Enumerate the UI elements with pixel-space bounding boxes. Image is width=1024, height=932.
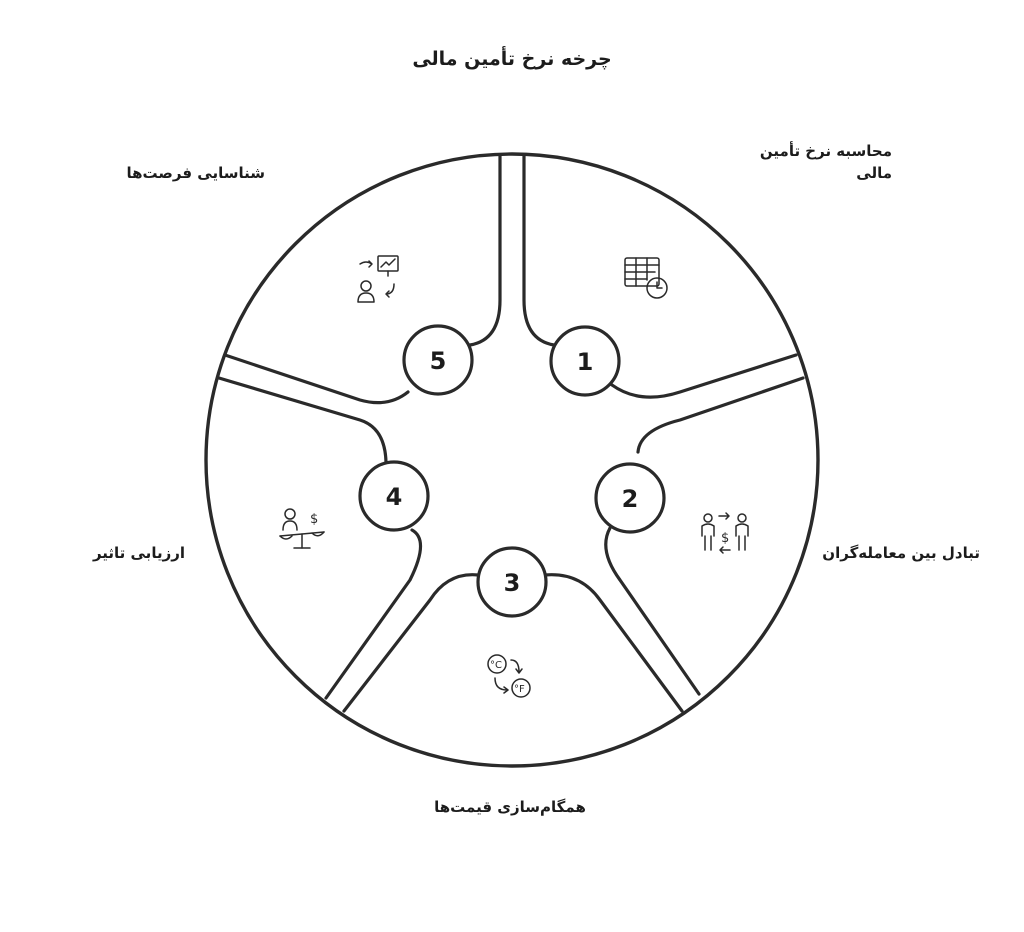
step-circle-3: 3 (476, 546, 548, 618)
person-balance-dollar-icon: $ (279, 508, 325, 549)
step-label-5: شناسایی فرصت‌ها (126, 164, 265, 182)
step-number-4: 4 (386, 483, 403, 511)
step-circle-5: 5 (402, 324, 474, 396)
step-circle-1: 1 (549, 325, 621, 397)
spreadsheet-clock-icon (624, 257, 668, 299)
step-number-1: 1 (577, 348, 594, 376)
currency-b-text: °F (514, 684, 525, 695)
people-exchange-dollar-icon: $ (701, 512, 749, 554)
step-label-2: تبادل بین معامله‌گران (822, 544, 980, 562)
dollar-sign-4: $ (310, 512, 318, 527)
diagram-title: چرخه نرخ تأمین مالی (412, 48, 612, 70)
step-number-3: 3 (504, 569, 521, 597)
currency-sync-icon: °C °F (487, 654, 531, 698)
segment-dividers (217, 154, 805, 713)
step-number-5: 5 (430, 347, 447, 375)
step-circle-2: 2 (594, 462, 666, 534)
step-label-1: محاسبه نرخ تأمین مالی (759, 142, 892, 182)
step-circle-4: 4 (358, 460, 430, 532)
step-label-3: همگام‌سازی قیمت‌ها (434, 798, 586, 816)
step-label-4: ارزیابی تاثیر (92, 544, 185, 562)
currency-a-text: °C (490, 660, 502, 671)
person-chart-exchange-icon (357, 255, 399, 303)
outer-circle (204, 152, 820, 768)
dollar-sign: $ (721, 531, 729, 546)
step-number-2: 2 (622, 485, 639, 513)
